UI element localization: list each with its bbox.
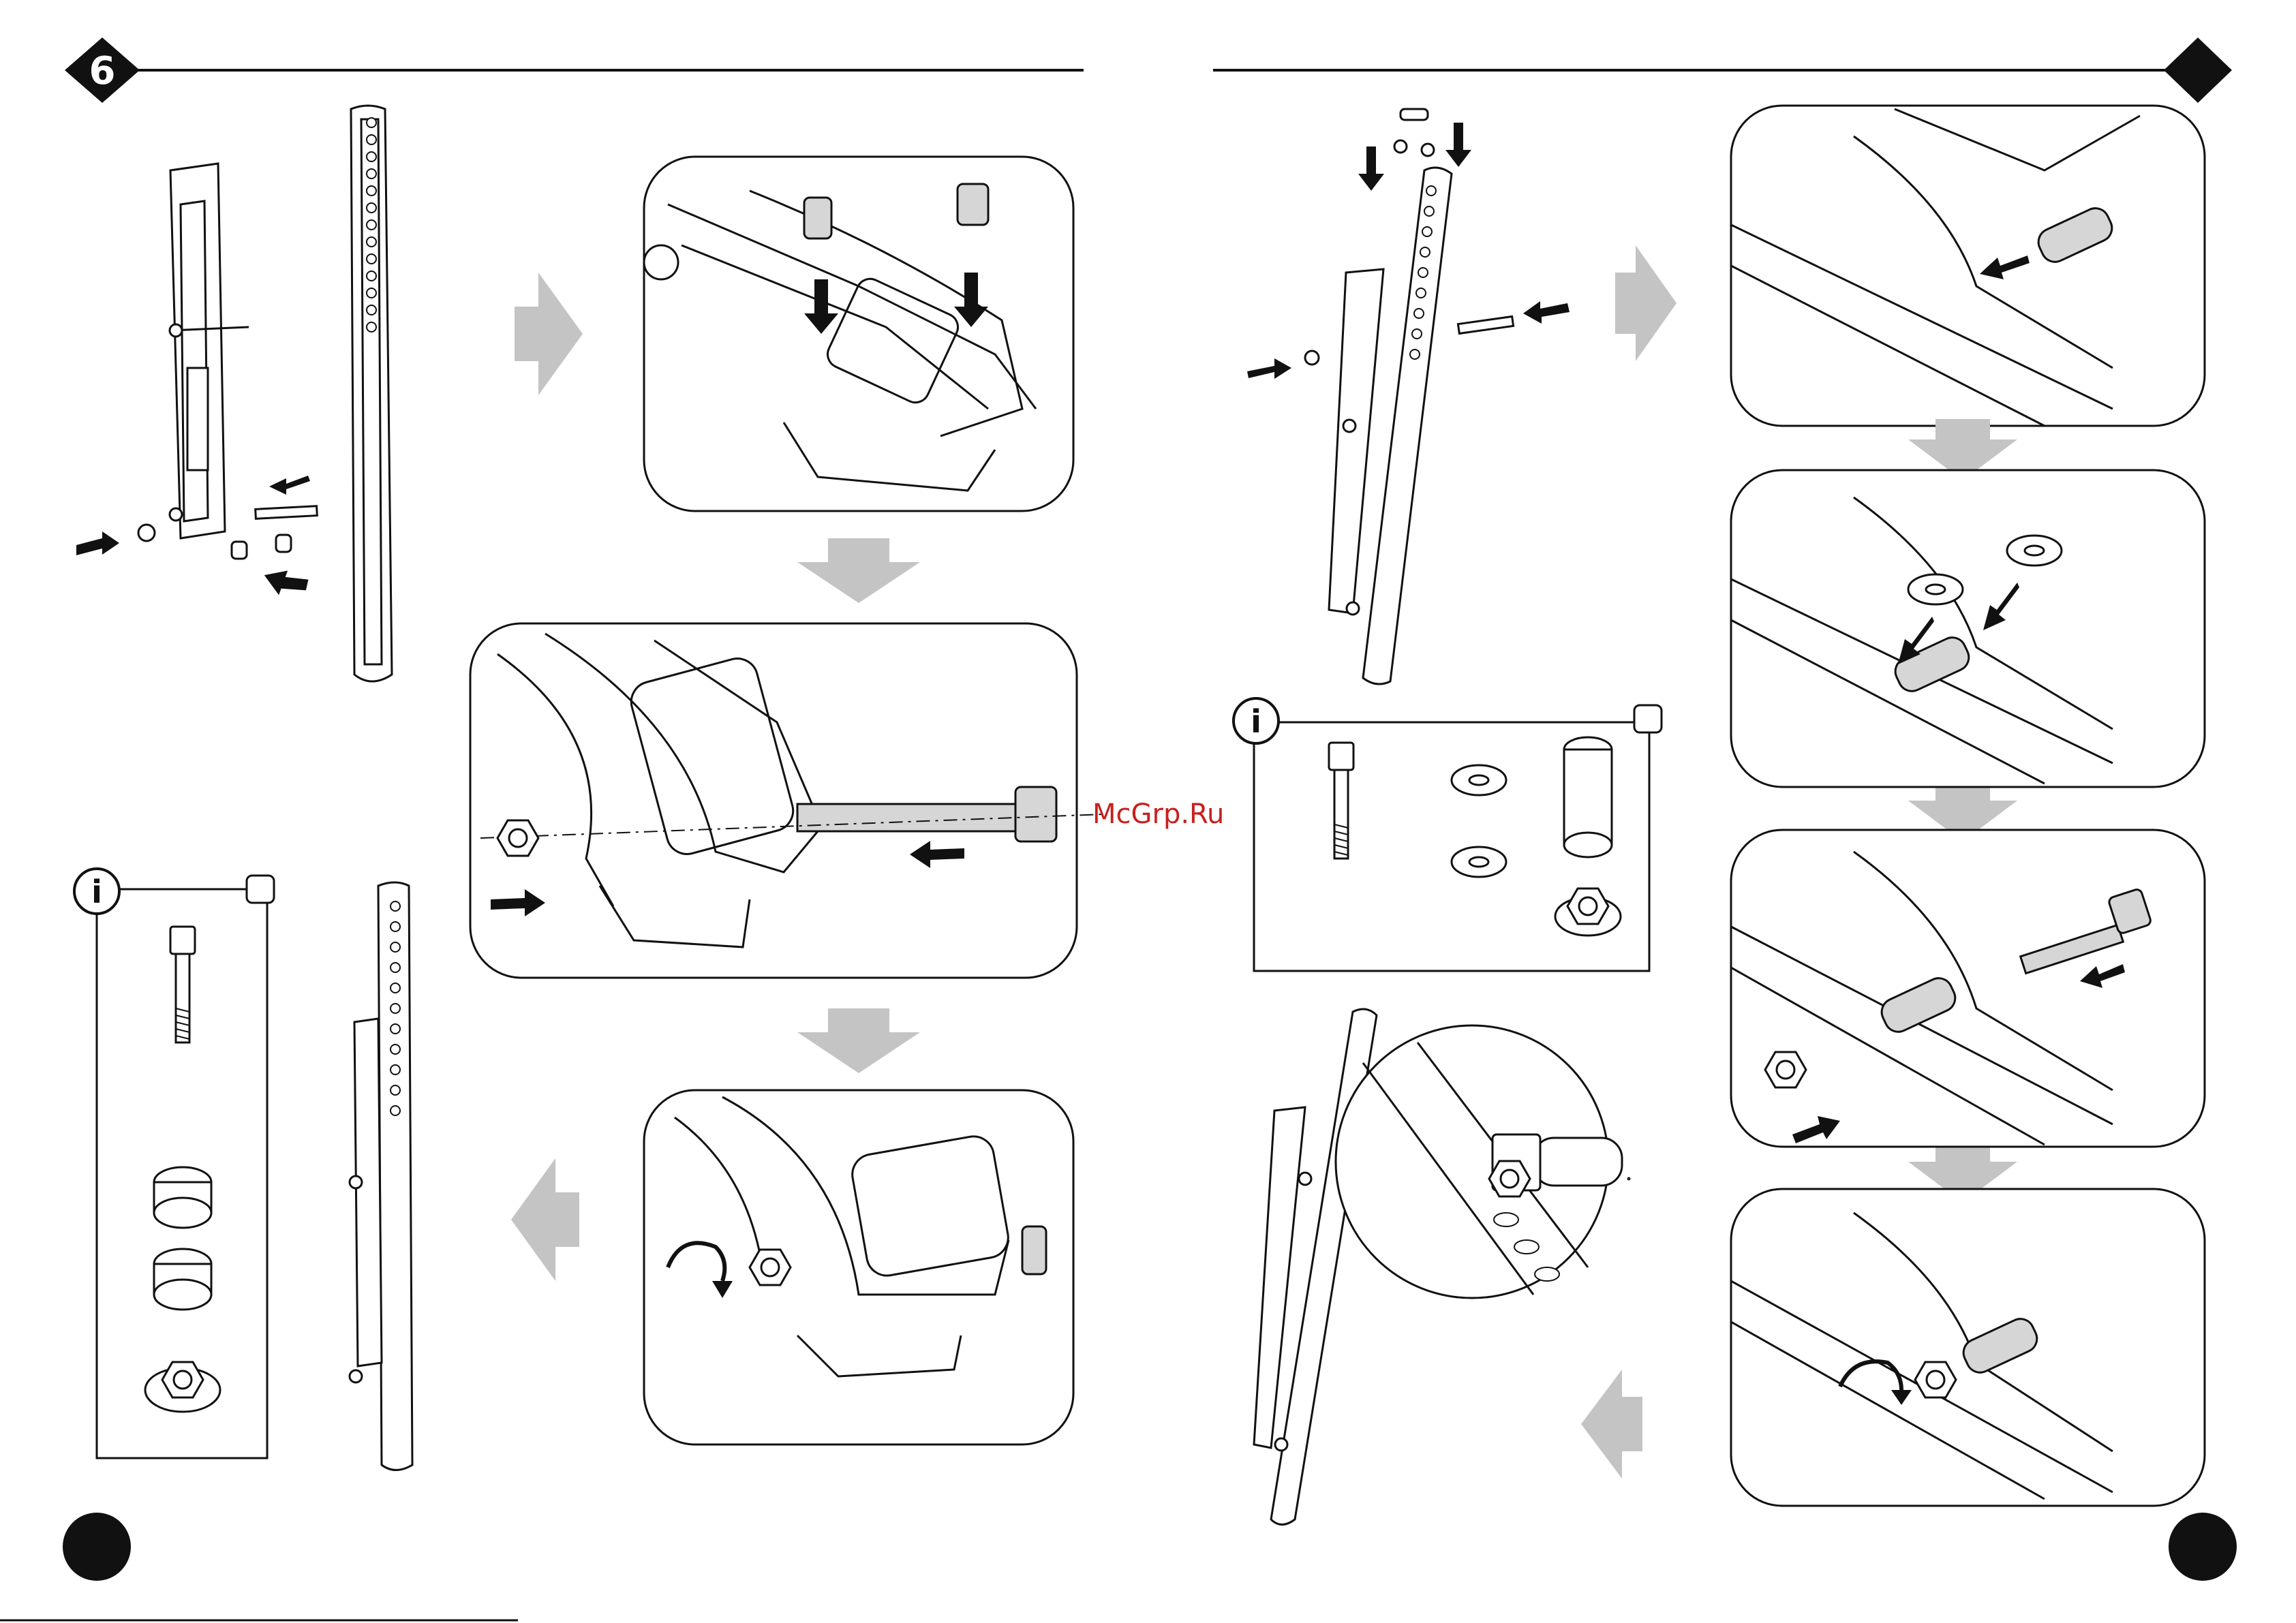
info-symbol: i	[91, 874, 102, 910]
nut-part	[750, 1250, 791, 1285]
bolt-part	[170, 927, 195, 1042]
nut-part	[1915, 1362, 1956, 1397]
page-dot-icon	[2169, 1513, 2237, 1581]
flange-nut-part	[145, 1362, 220, 1412]
flow-arrow-right-icon	[515, 273, 583, 395]
bracket-assembly-exploded	[170, 106, 392, 681]
bolt-small-part	[138, 506, 317, 559]
flow-arrow-left-icon	[511, 1158, 579, 1281]
detail-panel-r3	[1731, 830, 2205, 1147]
info-symbol: i	[1251, 703, 1261, 740]
nut-part	[498, 820, 538, 856]
page-dot-icon	[63, 1513, 131, 1581]
page-dot-icon	[2164, 37, 2232, 103]
step-number: 6	[87, 49, 117, 93]
detail-panel-r2	[1731, 470, 2205, 787]
bracket-assembly-exploded-right	[1329, 168, 1452, 684]
rail-assembled-left	[350, 882, 412, 1470]
bolt-part	[1329, 743, 1353, 859]
detail-panel-2	[470, 623, 1077, 978]
washer-part	[1908, 574, 1963, 604]
washer-part	[1452, 847, 1506, 877]
spacer-part	[1564, 737, 1612, 857]
washer-part	[2007, 536, 2062, 566]
watermark-text: McGrp.Ru	[1092, 799, 1224, 830]
spacer-part	[154, 1167, 211, 1310]
nut-part	[1765, 1052, 1806, 1087]
flow-arrow-right-icon	[1615, 245, 1677, 361]
info-checkbox-icon	[1634, 705, 1662, 732]
spacer-part	[1022, 1226, 1046, 1274]
detail-panel-1	[644, 157, 1073, 511]
washer-part	[1452, 765, 1506, 795]
flange-nut-part	[1555, 888, 1621, 936]
info-checkbox-icon	[247, 876, 274, 903]
nut-part	[1489, 1161, 1530, 1196]
detail-panel-3	[644, 1090, 1073, 1444]
flow-arrow-left-icon	[1581, 1370, 1642, 1479]
